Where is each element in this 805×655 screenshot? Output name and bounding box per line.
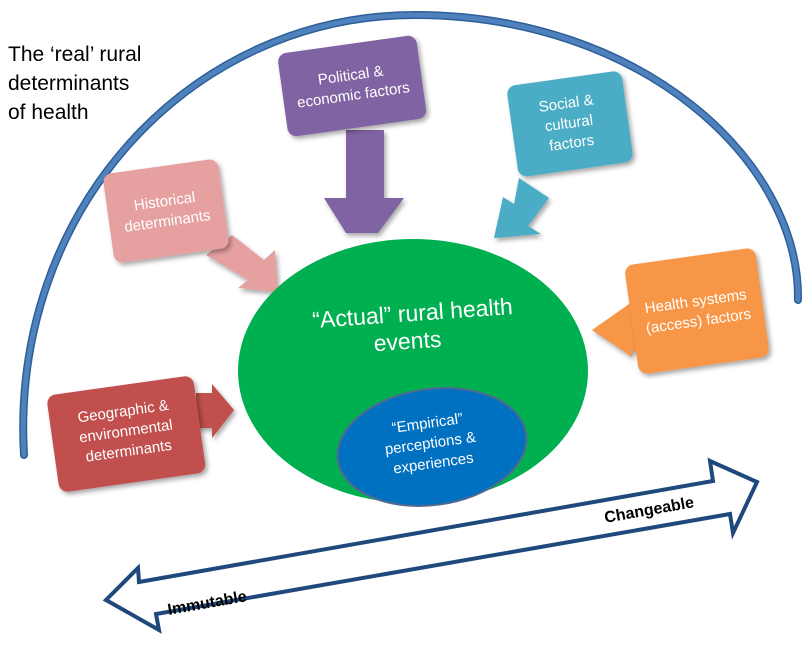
title-line-2: determinants [8, 72, 130, 95]
historical-arrow [206, 235, 278, 292]
social-arrow [494, 178, 549, 238]
actual-events-line-2: events [373, 326, 442, 357]
geographic-arrow [196, 384, 234, 438]
title-line-3: of health [8, 101, 89, 124]
empirical-ellipse [336, 387, 528, 507]
social-box: Social & cultural factors [507, 71, 633, 177]
diagram-title: The ‘real’ rural determinants of health [8, 40, 188, 127]
social-line-2: cultural [544, 112, 594, 136]
health-systems-box: Health systems (access) factors [625, 248, 769, 374]
spectrum-arrow: Immutable Changeable [102, 457, 760, 634]
historical-box: Historical determinants [103, 159, 229, 263]
social-line-3: factors [548, 132, 595, 155]
title-line-1: The ‘real’ rural [8, 43, 142, 66]
political-arrow [324, 130, 404, 233]
geographic-box: Geographic & environmental determinants [47, 376, 206, 492]
political-box: Political & economic factors [278, 35, 427, 137]
